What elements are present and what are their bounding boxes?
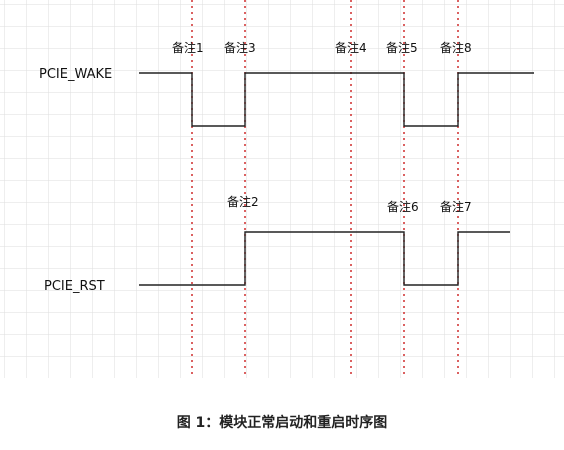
signal-label-wake: PCIE_WAKE	[39, 67, 112, 82]
note-label-2: 备注2	[227, 194, 259, 209]
grid-background	[0, 0, 564, 378]
note-label-7: 备注7	[440, 199, 472, 214]
signal-label-rst: PCIE_RST	[44, 279, 105, 294]
note-label-6: 备注6	[387, 199, 419, 214]
note-label-3: 备注3	[224, 40, 256, 55]
note-label-5: 备注5	[386, 40, 418, 55]
rst-waveform	[139, 231, 510, 286]
figure-caption: 图 1：模块正常启动和重启时序图	[176, 415, 388, 431]
timing-diagram: PCIE_WAKE PCIE_RST 备注1 备注3 备注4 备注5 备注8 备…	[0, 0, 564, 378]
note-label-1: 备注1	[172, 40, 204, 55]
note-label-8: 备注8	[440, 40, 472, 55]
note-label-4: 备注4	[335, 40, 367, 55]
wake-waveform	[139, 72, 534, 127]
